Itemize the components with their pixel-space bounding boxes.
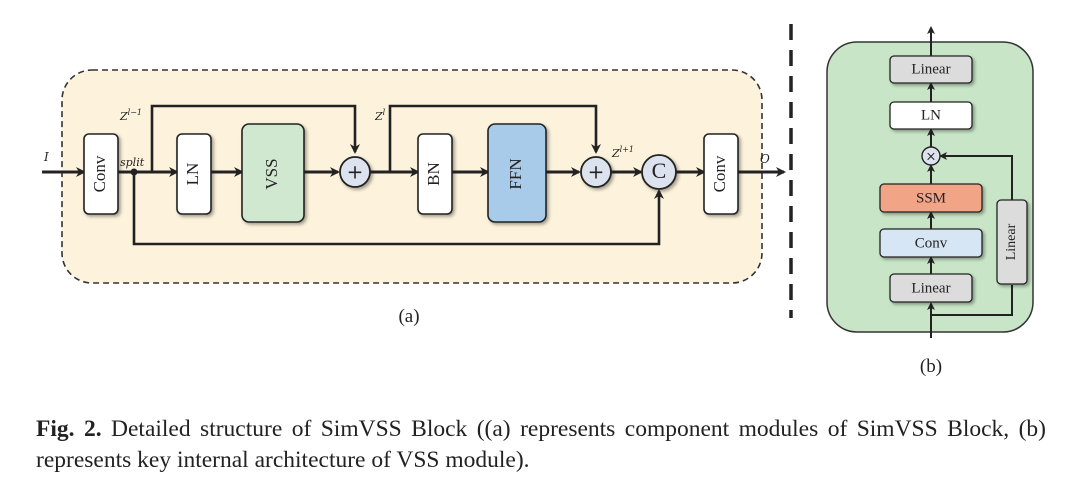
ln-block bbox=[176, 133, 212, 215]
ssm-label: SSM bbox=[916, 190, 946, 206]
conv-in-label: Conv bbox=[90, 155, 109, 192]
caption-prefix: Fig. 2. bbox=[36, 416, 102, 442]
residual-path-2 bbox=[388, 104, 601, 172]
output-label: O bbox=[760, 152, 770, 166]
figure-caption: Fig. 2. Detailed structure of SimVSS Blo… bbox=[36, 414, 1046, 476]
caption-text: Detailed structure of SimVSS Block ((a) … bbox=[36, 416, 1046, 473]
conv-b-label: Conv bbox=[915, 235, 948, 251]
z-curr-label: Zl bbox=[374, 108, 386, 123]
vss-label: VSS bbox=[262, 158, 281, 189]
linear-side-label: Linear bbox=[1004, 223, 1019, 260]
figure-canvas: I Conv split Zl−1 LN VSS + Zl BN bbox=[42, 24, 1034, 377]
conv-out-label: Conv bbox=[710, 155, 729, 192]
add-op-2-label: + bbox=[588, 160, 605, 184]
panel-b-label: (b) bbox=[920, 356, 942, 377]
linear-top-label: Linear bbox=[911, 61, 950, 77]
split-bypass-path bbox=[132, 172, 664, 246]
side-to-multiply-path bbox=[939, 152, 1013, 200]
residual-path-1 bbox=[150, 104, 360, 172]
conv-out-block bbox=[703, 133, 739, 215]
ln-b-label: LN bbox=[921, 107, 941, 123]
side-branch-path bbox=[931, 285, 1013, 316]
multiply-op-label: × bbox=[926, 150, 937, 165]
panel-a: I Conv split Zl−1 LN VSS + Zl BN bbox=[42, 69, 786, 327]
concat-op-label: C bbox=[652, 158, 667, 183]
input-label: I bbox=[43, 150, 49, 164]
z-prev-label: Zl−1 bbox=[119, 108, 142, 123]
ffn-label: FFN bbox=[506, 158, 525, 189]
panel-b: Linear Conv SSM × LN Linear Linear (b) bbox=[826, 26, 1034, 377]
bn-block bbox=[417, 133, 453, 215]
panel-a-label: (a) bbox=[398, 306, 419, 327]
z-next-label: Zl+1 bbox=[611, 145, 634, 160]
conv-in-block bbox=[83, 133, 119, 215]
add-op-1-label: + bbox=[347, 160, 364, 184]
ln-label: LN bbox=[183, 163, 202, 186]
linear-bottom-label: Linear bbox=[911, 280, 950, 296]
split-label: split bbox=[120, 156, 145, 169]
bn-label: BN bbox=[424, 162, 443, 186]
